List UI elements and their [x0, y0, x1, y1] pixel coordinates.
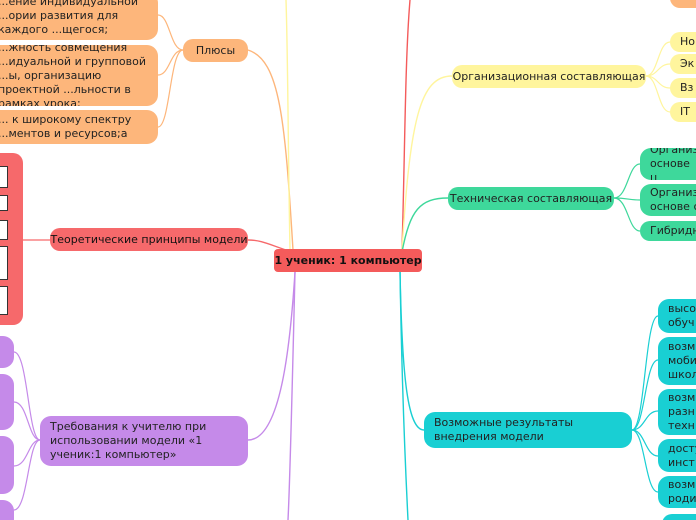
result-item-2-label: возм моби школ	[668, 340, 696, 381]
result-item-3-label: возм разн техн	[668, 391, 696, 432]
clipped-orange-node[interactable]	[670, 0, 696, 8]
branch-technical[interactable]: Техническая составляющая	[448, 187, 614, 210]
theory-subnode-3[interactable]	[0, 220, 8, 240]
result-item-4-label: досту инст	[668, 441, 696, 469]
pluses-item-1-label: ...ение индивидуальной ...ории развития …	[0, 0, 139, 36]
result-item-1-label: высо обуч	[668, 302, 696, 329]
theory-subnode-1[interactable]	[0, 166, 8, 188]
theory-subnode-4[interactable]	[0, 246, 8, 280]
org-item-2[interactable]: Эк	[670, 54, 696, 74]
central-topic-label: 1 ученик: 1 компьютер	[274, 253, 422, 267]
tech-item-2-label: Организ основе с	[650, 186, 696, 213]
result-item-5[interactable]: возм роди	[658, 476, 696, 508]
tech-item-1-label: Организ основе ц	[650, 148, 696, 180]
branch-pluses[interactable]: Плюсы	[183, 39, 248, 62]
branch-teacher[interactable]: Требования к учителю при использовании м…	[40, 416, 248, 466]
theory-subnode-5[interactable]	[0, 286, 8, 315]
result-item-1[interactable]: высо обуч	[658, 299, 696, 333]
central-topic[interactable]: 1 ученик: 1 компьютер	[274, 249, 422, 272]
tech-item-3[interactable]: Гибридна	[640, 221, 696, 241]
pluses-item-1[interactable]: ...ение индивидуальной ...ории развития …	[0, 0, 158, 40]
teacher-item-2[interactable]	[0, 374, 14, 430]
branch-results-label: Возможные результаты внедрения модели	[434, 416, 574, 443]
pluses-item-2[interactable]: ...жность совмещения ...идуальной и груп…	[0, 45, 158, 106]
branch-theory-label: Теоретические принципы модели	[50, 232, 248, 246]
org-item-2-label: Эк	[680, 57, 695, 70]
org-item-4-label: IT	[680, 105, 690, 118]
branch-organizational[interactable]: Организационная составляющая	[452, 65, 646, 88]
result-item-3[interactable]: возм разн техн	[658, 389, 696, 435]
pluses-item-2-label: ...жность совмещения ...идуальной и груп…	[0, 45, 146, 106]
tech-item-2[interactable]: Организ основе с	[640, 184, 696, 216]
teacher-item-1[interactable]	[0, 336, 14, 368]
branch-organizational-label: Организационная составляющая	[452, 69, 646, 83]
tech-item-1[interactable]: Организ основе ц	[640, 148, 696, 180]
teacher-item-3[interactable]	[0, 436, 14, 494]
result-item-6-clipped[interactable]	[662, 514, 696, 520]
branch-theory[interactable]: Теоретические принципы модели	[50, 228, 248, 251]
branch-results[interactable]: Возможные результаты внедрения модели	[424, 412, 632, 448]
branch-technical-label: Техническая составляющая	[449, 191, 613, 205]
teacher-item-4[interactable]	[0, 500, 14, 520]
org-item-3-label: Вз	[680, 81, 694, 94]
branch-pluses-label: Плюсы	[195, 43, 236, 57]
pluses-item-3[interactable]: ... к широкому спектру ...ментов и ресур…	[0, 110, 158, 144]
result-item-5-label: возм роди	[668, 478, 696, 505]
tech-item-3-label: Гибридна	[650, 224, 696, 237]
pluses-item-3-label: ... к широкому спектру ...ментов и ресур…	[0, 113, 132, 140]
result-item-4[interactable]: досту инст	[658, 439, 696, 472]
org-item-1[interactable]: Но	[670, 32, 696, 52]
result-item-2[interactable]: возм моби школ	[658, 337, 696, 385]
org-item-1-label: Но	[680, 35, 696, 48]
theory-subnode-2[interactable]	[0, 195, 8, 211]
org-item-3[interactable]: Вз	[670, 78, 696, 98]
branch-teacher-label: Требования к учителю при использовании м…	[50, 420, 207, 461]
org-item-4[interactable]: IT	[670, 102, 696, 122]
